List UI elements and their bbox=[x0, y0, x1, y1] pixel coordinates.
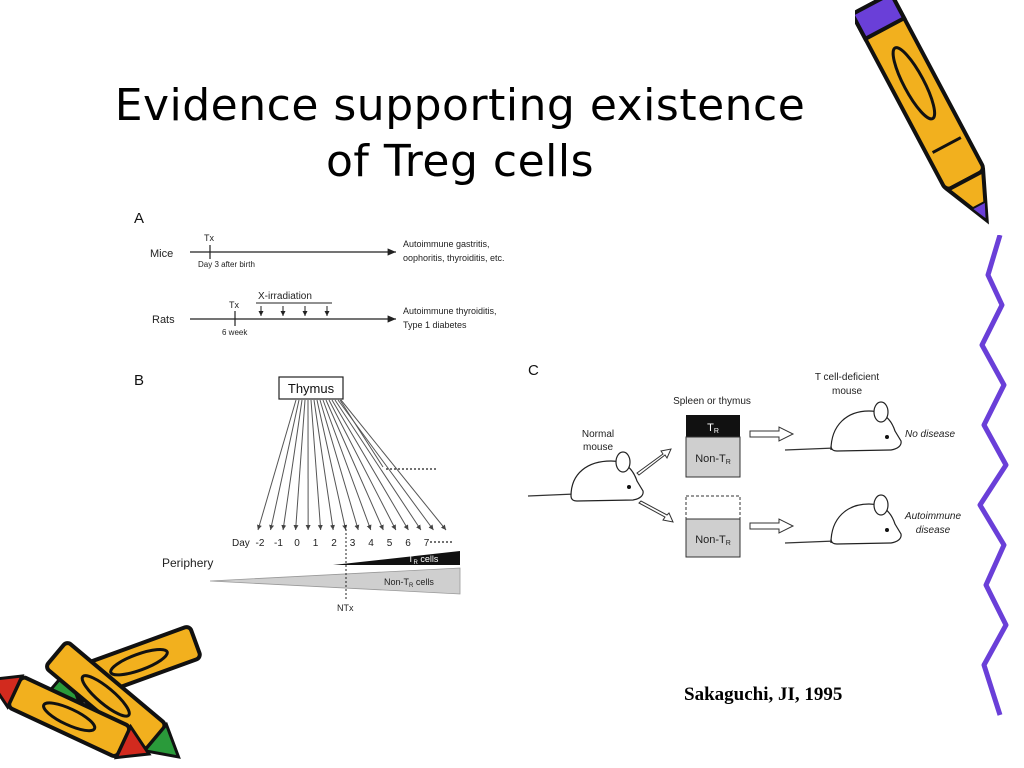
emigration-arrow-1 bbox=[269, 399, 300, 531]
mice-outcome-2: oophoritis, thyroiditis, etc. bbox=[403, 253, 505, 263]
rats-tx-label: Tx bbox=[229, 300, 239, 310]
thymus-label: Thymus bbox=[288, 381, 335, 396]
autoimmune-label-1: Autoimmune bbox=[904, 511, 962, 522]
recipient-mouse-lower-icon bbox=[784, 494, 902, 545]
day-tick-1: -1 bbox=[274, 538, 283, 549]
emigration-arrow-5 bbox=[310, 399, 323, 531]
rats-label: Rats bbox=[152, 314, 175, 326]
emigration-arrow-11 bbox=[328, 399, 397, 531]
deficient-mouse-label-1: T cell-deficient bbox=[815, 372, 880, 383]
emigration-arrow-15 bbox=[340, 399, 447, 531]
panel-c-label: C bbox=[528, 362, 539, 379]
mice-outcome-1: Autoimmune gastritis, bbox=[403, 239, 490, 249]
tr-cells-label: TR cells bbox=[408, 554, 439, 566]
title-line-1: Evidence supporting existence bbox=[114, 80, 806, 131]
emigration-arrow-3 bbox=[293, 399, 306, 531]
spleen-thymus-label: Spleen or thymus bbox=[673, 396, 751, 407]
normal-mouse-label-2: mouse bbox=[583, 442, 613, 453]
day-tick-4: 2 bbox=[331, 538, 337, 549]
mice-label: Mice bbox=[150, 248, 173, 260]
nontr-box-lower-label: Non-TR bbox=[695, 534, 731, 547]
xirradiation-label: X-irradiation bbox=[258, 291, 312, 302]
transfer-arrow-upper bbox=[636, 448, 672, 476]
emigration-arrow-10 bbox=[325, 399, 384, 531]
mice-tx-label: Tx bbox=[204, 233, 214, 243]
recipient-mouse-upper-icon bbox=[784, 401, 902, 452]
emigration-arrow-extended bbox=[339, 399, 384, 468]
emigration-arrow-6 bbox=[313, 399, 335, 531]
emigration-arrow-7 bbox=[316, 399, 348, 531]
day-tick-labels: -2 -1 0 1 2 3 4 5 6 7 bbox=[256, 538, 430, 549]
panel-b-thymus-diagram: B Thymus Day -2 -1 0 1 2 3 4 5 6 7 Periphery TR c… bbox=[128, 365, 528, 615]
panel-a-timeline: A Mice Tx Day 3 after birth Autoimmune g… bbox=[128, 205, 528, 345]
day-tick-9: 7 bbox=[424, 538, 430, 549]
nontr-box-upper-label: Non-TR bbox=[695, 453, 731, 466]
day-label: Day bbox=[232, 538, 250, 549]
tr-box bbox=[686, 415, 740, 437]
day-tick-3: 1 bbox=[313, 538, 319, 549]
thymus-emigration-arrows bbox=[257, 399, 447, 531]
ntx-label: NTx bbox=[337, 603, 354, 613]
rats-outcome-1: Autoimmune thyroiditis, bbox=[403, 306, 497, 316]
transfer-arrow-to-upper-recipient bbox=[749, 426, 795, 442]
no-disease-label: No disease bbox=[905, 429, 955, 440]
thymus-box bbox=[278, 376, 344, 400]
squiggle-border-right bbox=[977, 235, 1009, 716]
day-tick-8: 6 bbox=[405, 538, 411, 549]
nontr-box-lower bbox=[685, 518, 741, 558]
title-line-2: of Treg cells bbox=[325, 136, 595, 187]
emigration-arrow-0 bbox=[257, 399, 297, 531]
day-tick-6: 4 bbox=[368, 538, 374, 549]
nontr-cells-label: Non-TR cells bbox=[384, 577, 434, 589]
rats-outcome-2: Type 1 diabetes bbox=[403, 320, 467, 330]
panel-c-transfer-diagram: C Normal mouse Spleen or thymus TR Non-T… bbox=[523, 355, 975, 560]
emigration-arrow-8 bbox=[319, 399, 360, 531]
emigration-arrow-13 bbox=[334, 399, 422, 531]
mice-day-label: Day 3 after birth bbox=[198, 260, 255, 269]
day-tick-7: 5 bbox=[387, 538, 393, 549]
rats-week-label: 6 week bbox=[222, 328, 248, 337]
tr-cells-wedge bbox=[333, 551, 460, 565]
slide-title: Evidence supporting existence of Treg ce… bbox=[60, 78, 860, 190]
panel-a-label: A bbox=[134, 210, 144, 227]
empty-tr-box bbox=[685, 495, 741, 520]
day-tick-5: 3 bbox=[350, 538, 356, 549]
emigration-arrow-12 bbox=[331, 399, 409, 531]
transfer-arrow-lower bbox=[638, 500, 674, 523]
transfer-arrow-to-lower-recipient bbox=[749, 518, 795, 534]
autoimmune-label-2: disease bbox=[916, 525, 951, 536]
emigration-arrow-9 bbox=[322, 399, 372, 531]
day-tick-2: 0 bbox=[294, 538, 300, 549]
panel-b-label: B bbox=[134, 372, 144, 389]
citation-credit: Sakaguchi, JI, 1995 bbox=[684, 684, 843, 705]
crayon-decoration-bottom-left bbox=[0, 625, 202, 760]
normal-mouse-label-1: Normal bbox=[582, 429, 614, 440]
tr-box-label: TR bbox=[707, 422, 719, 435]
normal-mouse-icon bbox=[527, 451, 644, 502]
emigration-arrow-2 bbox=[281, 399, 303, 531]
nontr-cells-wedge bbox=[209, 567, 461, 595]
day-tick-0: -2 bbox=[256, 538, 265, 549]
nontr-box-upper bbox=[685, 436, 741, 478]
deficient-mouse-label-2: mouse bbox=[832, 386, 862, 397]
crayon-decoration-top-right bbox=[855, 0, 989, 225]
periphery-label: Periphery bbox=[162, 556, 213, 570]
crayon-cap bbox=[855, 0, 907, 42]
